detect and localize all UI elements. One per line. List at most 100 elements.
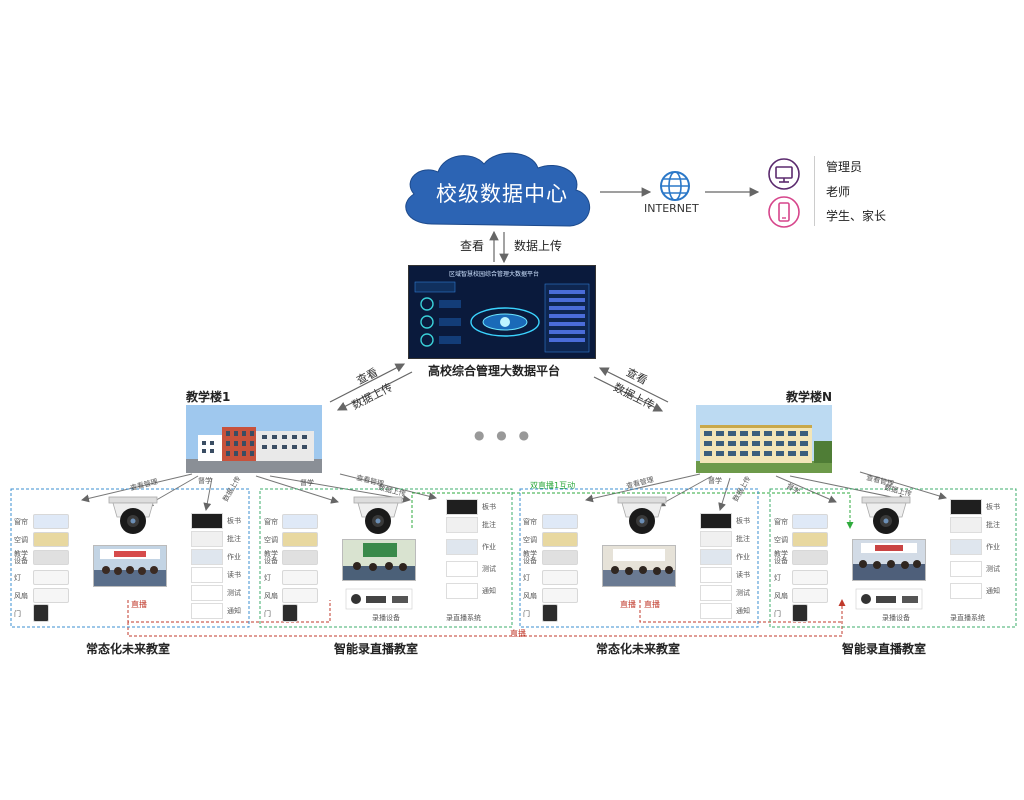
- device-row: [792, 550, 828, 565]
- app-label: 作业: [227, 553, 241, 561]
- classroom-label-4: 智能录直播教室: [842, 642, 927, 656]
- device-label: 空调: [264, 536, 278, 544]
- device-row: [542, 550, 578, 565]
- data-center-cloud: 校级数据中心: [392, 146, 602, 236]
- device-row: [542, 532, 578, 547]
- ptz-camera-icon: [861, 496, 911, 534]
- app-label: 作业: [986, 543, 1000, 551]
- ptz-camera-icon: [617, 496, 667, 534]
- cluster-left-1: [10, 488, 250, 628]
- link-reading-1: 督学: [198, 477, 212, 485]
- recording-devices-icon: [345, 588, 413, 610]
- device-row: [542, 588, 578, 603]
- app-card: [191, 603, 223, 619]
- app-card: [446, 539, 478, 555]
- classroom-cluster-3: 窗帘 空调 教学设备 灯 风扇 门 板书 批注 作业 读书 测试 通知 直播 直…: [520, 489, 758, 627]
- device-label: 窗帘: [14, 518, 28, 526]
- center-view-label: 查看: [460, 239, 485, 253]
- recording-system-label: 录直播系统: [446, 614, 481, 622]
- app-label: 读书: [736, 571, 750, 579]
- device-label: 门: [523, 610, 530, 618]
- device-label: 空调: [14, 536, 28, 544]
- classroom-photo: [93, 545, 167, 587]
- arrow-b1-upload: [336, 371, 413, 411]
- live-label: 直播: [131, 600, 147, 609]
- app-label: 板书: [482, 503, 496, 511]
- app-card: [700, 549, 732, 565]
- app-card: [700, 585, 732, 601]
- device-row: [792, 588, 828, 603]
- recording-device-label: 录播设备: [372, 614, 400, 622]
- app-label: 读书: [227, 571, 241, 579]
- device-label: 空调: [523, 536, 537, 544]
- cluster-right-2: [769, 488, 1017, 628]
- device-row: [33, 604, 49, 622]
- classroom-cluster-2: 窗帘 空调 教学设备 灯 风扇 门 录播设备 板书 批注 作业 测试 通知 录直: [260, 489, 512, 627]
- cluster-right-1: [519, 488, 759, 628]
- device-label: 灯: [264, 574, 271, 582]
- platform-label: 高校综合管理大数据平台: [428, 364, 561, 378]
- device-row: [792, 570, 828, 585]
- device-row: [33, 570, 69, 585]
- device-row: [33, 550, 69, 565]
- classroom-cluster-1: 窗帘 空调 教学设备 灯 风扇 门 板书 批注 作业 读书 测试 通知 直播: [11, 489, 249, 627]
- app-card: [191, 585, 223, 601]
- device-row: [282, 588, 318, 603]
- device-label: 教学设备: [14, 550, 28, 565]
- building-1-label: 教学楼1: [186, 390, 231, 404]
- app-label: 测试: [482, 565, 496, 573]
- app-card: [950, 517, 982, 533]
- app-card: [950, 561, 982, 577]
- classroom-cluster-4: 窗帘 空调 教学设备 灯 风扇 门 录播设备 板书 批注 作业 测试: [770, 489, 1016, 627]
- app-label: 板书: [986, 503, 1000, 511]
- device-label: 风扇: [774, 592, 788, 600]
- device-label: 空调: [774, 536, 788, 544]
- device-row: [542, 514, 578, 529]
- app-card: [191, 513, 223, 529]
- device-label: 灯: [523, 574, 530, 582]
- device-row: [33, 532, 69, 547]
- app-card: [700, 567, 732, 583]
- link-reading-2: 督学: [300, 479, 314, 487]
- device-label: 风扇: [14, 592, 28, 600]
- cluster-left-2: [259, 488, 513, 628]
- device-row: [33, 514, 69, 529]
- arrow-bn-upload: [593, 376, 664, 412]
- app-label: 批注: [736, 535, 750, 543]
- app-card: [446, 499, 478, 515]
- app-label: 通知: [736, 607, 750, 615]
- device-row: [792, 532, 828, 547]
- ellipsis-more-buildings: ● ● ●: [474, 428, 534, 442]
- app-card: [446, 561, 478, 577]
- device-row: [282, 570, 318, 585]
- device-label: 窗帘: [264, 518, 278, 526]
- link-reading-3: 督学: [708, 477, 722, 485]
- device-row: [542, 604, 558, 622]
- device-row: [792, 514, 828, 529]
- device-row: [33, 588, 69, 603]
- recording-devices-icon: [855, 588, 923, 610]
- device-label: 窗帘: [523, 518, 537, 526]
- app-label: 作业: [736, 553, 750, 561]
- recording-device-label: 录播设备: [882, 614, 910, 622]
- classroom-label-2: 智能录直播教室: [334, 642, 419, 656]
- building-1-image: [186, 405, 322, 473]
- device-label: 教学设备: [523, 550, 537, 565]
- classroom-label-1: 常态化未来教室: [86, 642, 171, 656]
- cloud-label: 校级数据中心: [436, 182, 568, 206]
- app-label: 通知: [986, 587, 1000, 595]
- app-label: 通知: [482, 587, 496, 595]
- ptz-camera-icon: [353, 496, 403, 534]
- classroom-photo: [602, 545, 676, 587]
- app-label: 测试: [986, 565, 1000, 573]
- live-label: 直播: [620, 600, 636, 609]
- monitor-icon: [768, 158, 800, 190]
- app-card: [700, 603, 732, 619]
- dual-live-link: [411, 492, 854, 529]
- platform-dashboard: 区域智慧校园综合管理大数据平台: [408, 265, 596, 359]
- link-dual-live: 双直播1互动: [530, 481, 576, 490]
- app-card: [446, 583, 478, 599]
- internet-node: INTERNET: [640, 170, 720, 220]
- app-label: 测试: [736, 589, 750, 597]
